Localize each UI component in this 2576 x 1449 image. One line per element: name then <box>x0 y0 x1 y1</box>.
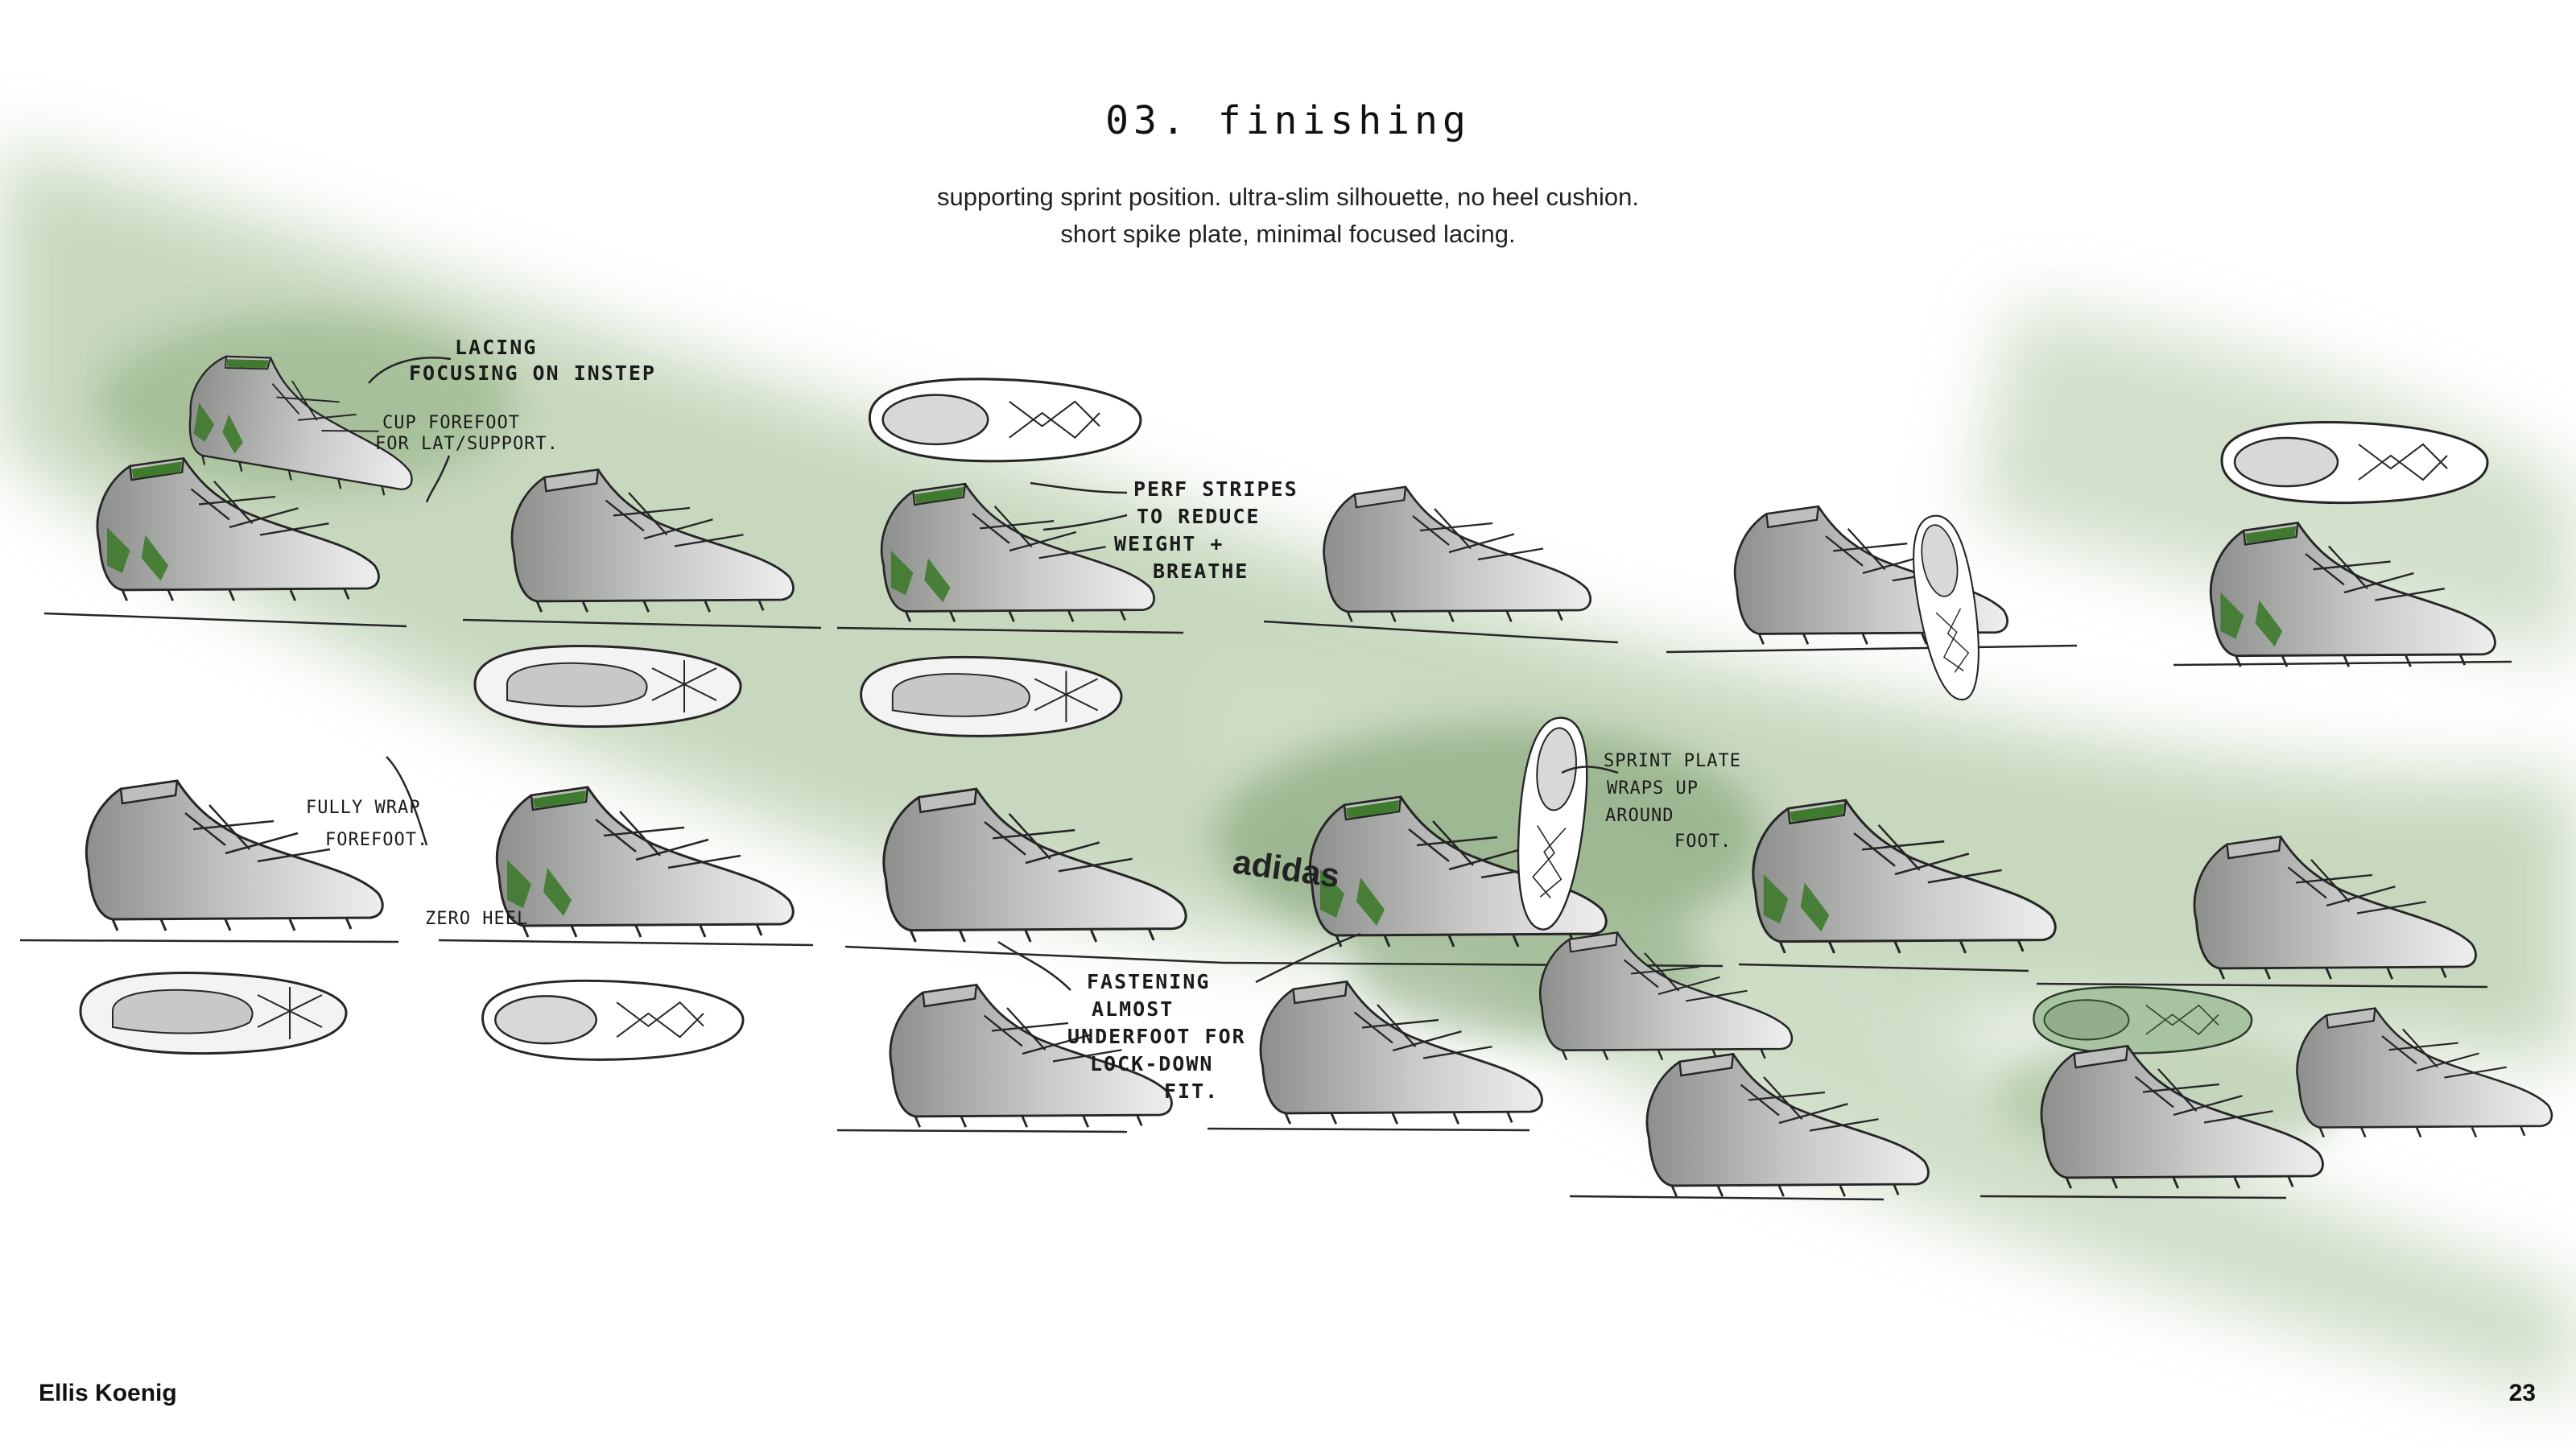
subtitle-line-1: supporting sprint position. ultra-slim s… <box>937 183 1639 211</box>
sketch-row1-shoe-4 <box>1323 485 1592 623</box>
sketch-zero-heel-shoe <box>497 787 793 937</box>
page-title: 03. finishing <box>1105 98 1471 143</box>
sketch-row2-shoe-5 <box>1753 800 2055 953</box>
svg-text:LOCK-DOWN: LOCK-DOWN <box>1090 1052 1213 1075</box>
svg-text:WRAPS UP: WRAPS UP <box>1607 778 1699 799</box>
annotation-perf-stripes: PERF STRIPES TO REDUCE WEIGHT + BREATHE <box>1114 477 1298 583</box>
sketch-row3-shoe-2 <box>1259 980 1543 1125</box>
sketch-row1-shoe-2 <box>510 469 795 613</box>
svg-text:WEIGHT +: WEIGHT + <box>1114 532 1224 555</box>
sketch-perf-shoe <box>881 484 1154 621</box>
annotation-fastening: FASTENING ALMOST UNDERFOOT FOR LOCK-DOWN… <box>1067 970 1246 1103</box>
svg-text:SPRINT PLATE: SPRINT PLATE <box>1604 751 1741 771</box>
svg-text:CUP FOREFOOT: CUP FOREFOOT <box>382 413 520 433</box>
annotation-lacing: LACING FOCUSING ON INSTEP <box>409 336 656 385</box>
annotation-fully-wrap: FULLY WRAP FOREFOOT. <box>306 798 428 850</box>
annotation-sprint-plate: SPRINT PLATE WRAPS UP AROUND FOOT. <box>1604 751 1741 852</box>
sketch-row1-shoe-6 <box>2211 523 2495 667</box>
svg-text:AROUND: AROUND <box>1605 806 1674 826</box>
svg-text:FULLY WRAP: FULLY WRAP <box>306 798 420 818</box>
sketch-sole-1 <box>473 645 742 729</box>
page-subtitle: supporting sprint position. ultra-slim s… <box>0 179 2576 253</box>
svg-text:TO REDUCE: TO REDUCE <box>1137 505 1260 528</box>
svg-text:FASTENING: FASTENING <box>1087 970 1210 993</box>
annotation-cup-forefoot: CUP FOREFOOT FOR LAT/SUPPORT. <box>375 413 559 454</box>
author-name: Ellis Koenig <box>39 1380 177 1406</box>
sketch-sole-3 <box>79 972 348 1055</box>
svg-text:ZERO HEEL: ZERO HEEL <box>425 909 528 929</box>
sketch-row3-shoe-5 <box>2040 1045 2324 1190</box>
sketch-row2-shoe-6 <box>2193 836 2477 980</box>
sketch-sole-4 <box>481 979 745 1061</box>
sketch-top-sole-2 <box>2220 421 2489 505</box>
ground-lines <box>19 612 2512 1201</box>
page-number: 23 <box>2508 1380 2536 1406</box>
svg-text:FOREFOOT.: FOREFOOT. <box>325 830 428 850</box>
sketch-row3-shoe-6 <box>2296 1007 2553 1138</box>
sketch-sole-2 <box>860 655 1123 737</box>
svg-text:PERF STRIPES: PERF STRIPES <box>1133 477 1298 501</box>
svg-text:FIT.: FIT. <box>1164 1080 1219 1103</box>
svg-text:UNDERFOOT FOR: UNDERFOOT FOR <box>1067 1025 1246 1048</box>
svg-text:FOOT.: FOOT. <box>1674 832 1732 852</box>
svg-text:ALMOST: ALMOST <box>1092 997 1174 1021</box>
sketch-green-sole <box>2033 986 2253 1055</box>
sketch-top-sole-1 <box>868 378 1142 463</box>
svg-text:FOR LAT/SUPPORT.: FOR LAT/SUPPORT. <box>375 434 559 454</box>
subtitle-line-2: short spike plate, minimal focused lacin… <box>1060 220 1516 248</box>
sketch-fastening-shoe <box>882 787 1187 943</box>
svg-text:LACING: LACING <box>455 336 537 359</box>
svg-text:FOCUSING ON INSTEP: FOCUSING ON INSTEP <box>409 361 656 385</box>
svg-text:BREATHE: BREATHE <box>1153 559 1249 583</box>
sketch-row3-shoe-4 <box>1645 1053 1930 1198</box>
sketch-row1-green-shoe <box>97 459 378 601</box>
annotation-zero-heel: ZERO HEEL <box>425 909 528 929</box>
sketch-row3-shoe-3 <box>1539 931 1794 1061</box>
